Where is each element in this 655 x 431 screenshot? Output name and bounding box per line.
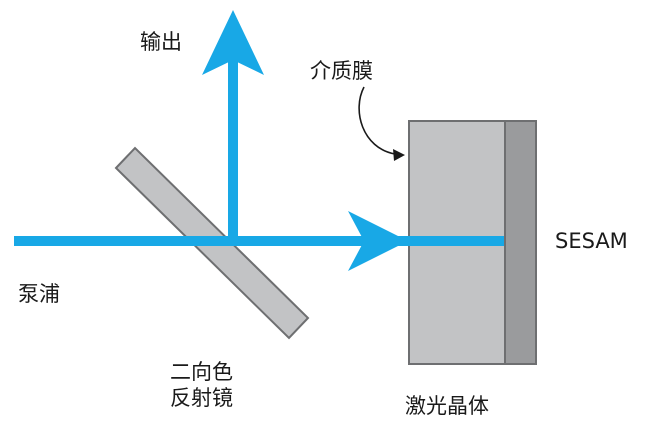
dichroic-mirror-label-line2: 反射镜	[170, 386, 233, 410]
sesam-label: SESAM	[555, 229, 628, 253]
pump-beam-arrowhead	[348, 211, 408, 271]
pump-label: 泵浦	[18, 282, 60, 306]
sesam-block	[504, 120, 537, 365]
laser-crystal-label: 激光晶体	[405, 394, 489, 418]
medium-film-callout-arrowhead	[393, 149, 405, 161]
medium-film-label: 介质膜	[310, 59, 373, 83]
output-label: 输出	[140, 30, 182, 54]
output-beam-arrowhead	[202, 10, 264, 75]
dichroic-mirror-label-line1: 二向色	[170, 360, 233, 384]
medium-film-callout-line	[358, 86, 396, 155]
output-beam	[228, 56, 238, 242]
pump-beam	[14, 236, 504, 246]
